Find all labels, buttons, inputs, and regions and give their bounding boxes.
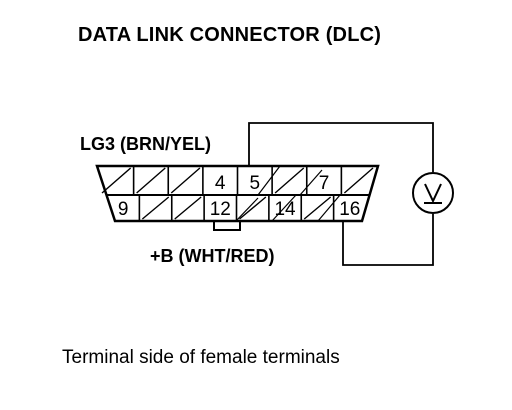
terminal-label: 5 <box>250 173 261 194</box>
terminal-hatch <box>271 194 297 222</box>
connector-latch <box>213 221 241 231</box>
terminal-empty-slash <box>239 196 267 220</box>
terminal-empty-slash <box>141 196 170 220</box>
terminal-empty-slash <box>303 196 332 220</box>
wire-plus-b <box>342 214 434 266</box>
terminal-label: 7 <box>319 173 330 194</box>
terminal-label: 9 <box>118 199 129 220</box>
terminal-empty-slash <box>136 167 166 194</box>
terminal-empty-slash <box>274 167 305 194</box>
terminal-label: 4 <box>215 173 226 194</box>
connector-body <box>95 164 380 223</box>
terminal-hatch <box>257 165 281 196</box>
terminal-empty-slash <box>343 167 374 194</box>
terminal-cells: 4 5 7 9 12 14 16 <box>101 165 374 222</box>
terminal-empty-slash <box>170 167 201 194</box>
wire-label-plus-b: +B (WHT/RED) <box>150 246 275 266</box>
diagram-title: DATA LINK CONNECTOR (DLC) <box>78 24 382 46</box>
diagram-caption: Terminal side of female terminals <box>62 347 340 368</box>
terminal-label: 12 <box>210 199 231 220</box>
terminal-hatch <box>299 169 323 196</box>
terminal-label: 16 <box>339 199 360 220</box>
terminal-hatch <box>235 197 259 222</box>
terminal-empty-slash <box>174 196 202 220</box>
terminal-hatch <box>317 194 341 222</box>
wire-label-lg3: LG3 (BRN/YEL) <box>80 134 212 154</box>
voltmeter-icon <box>412 172 454 214</box>
wire-lg3 <box>248 122 434 172</box>
terminal-empty-slash <box>101 167 132 194</box>
terminal-label: 14 <box>274 199 296 220</box>
